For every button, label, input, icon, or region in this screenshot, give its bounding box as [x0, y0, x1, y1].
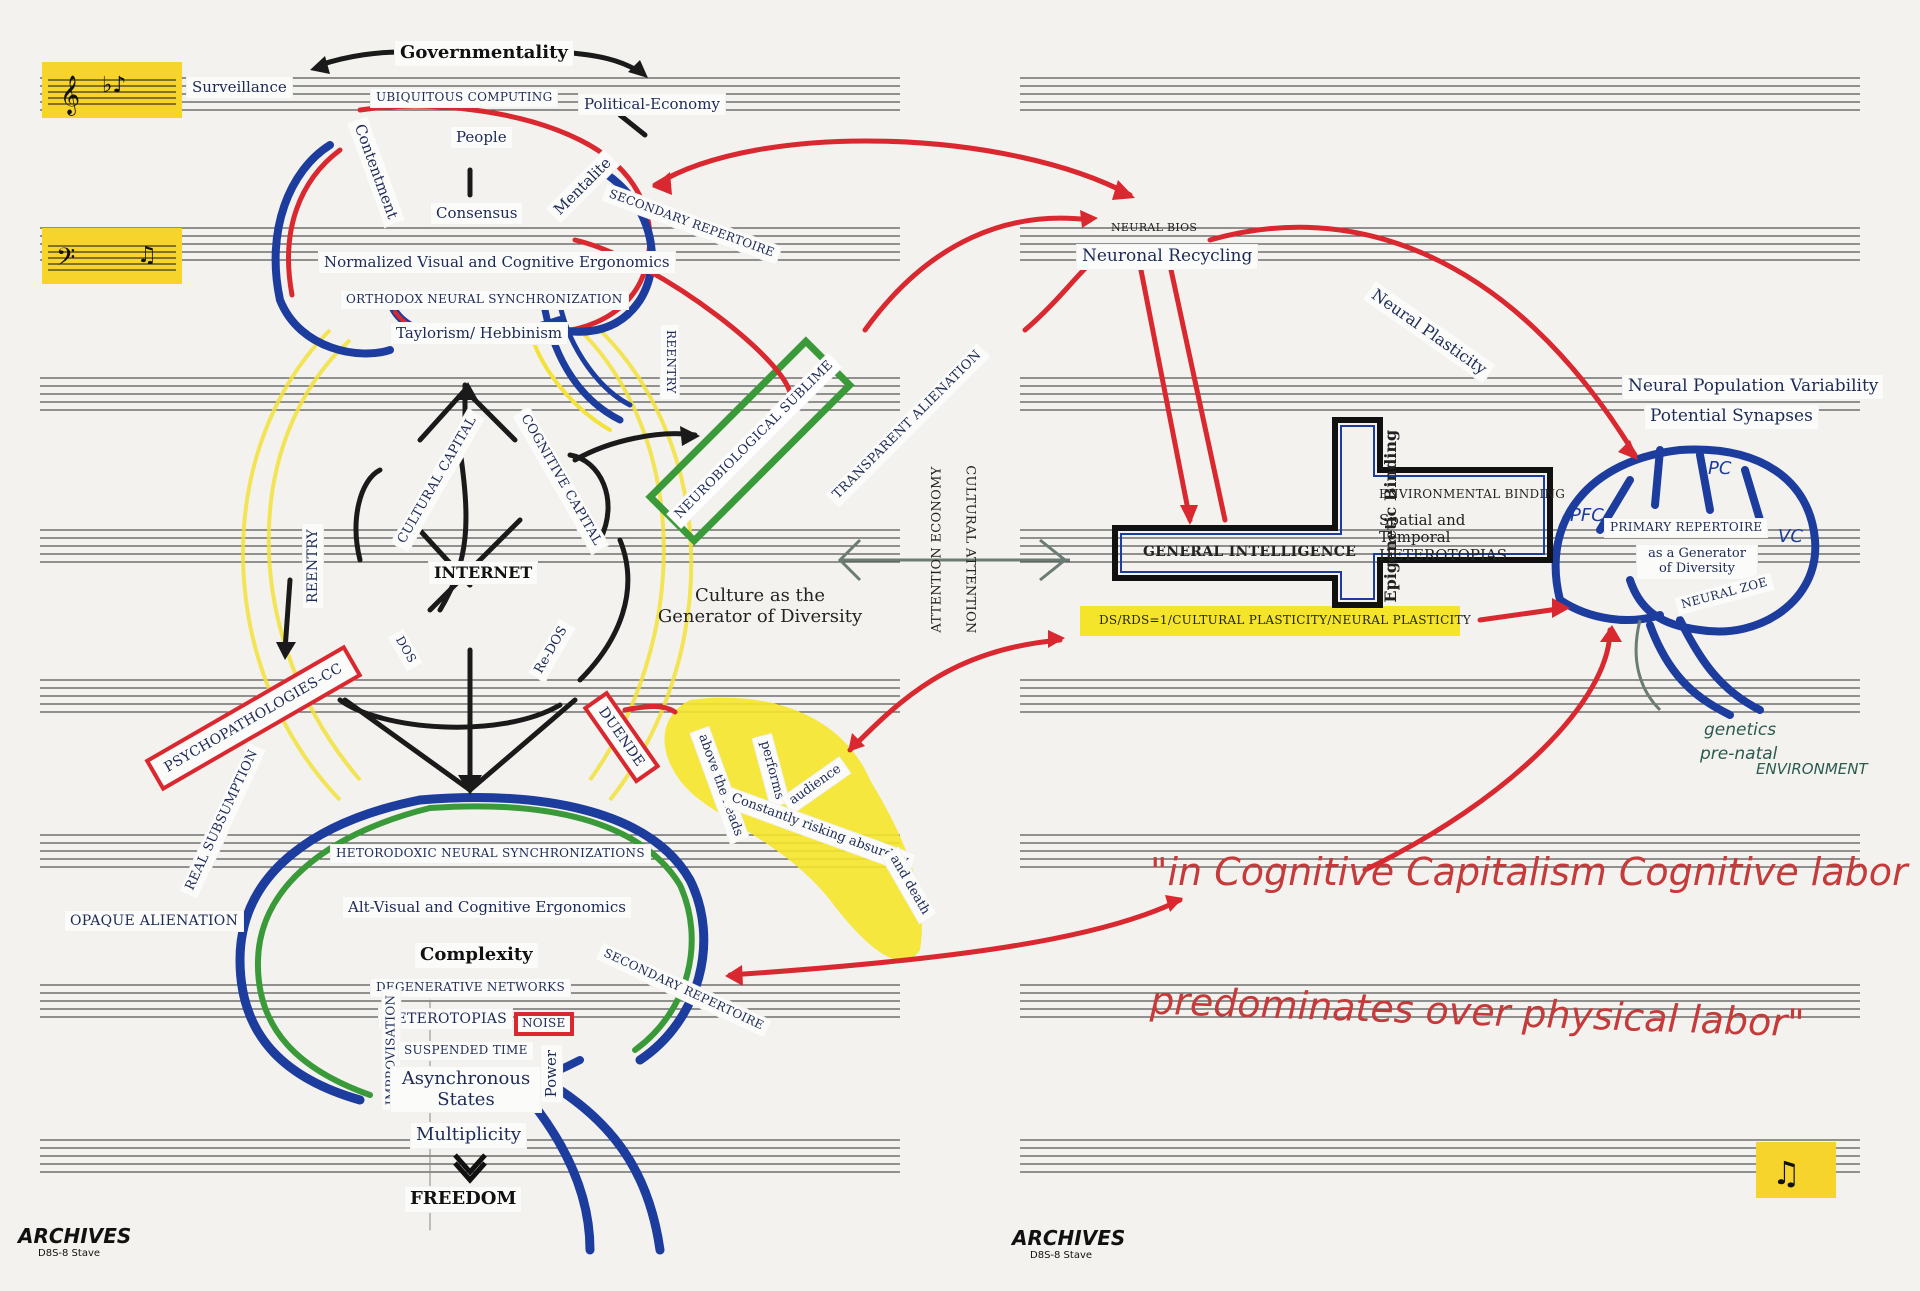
archives-logo-left: ARCHIVES — [18, 1224, 131, 1248]
music-note-icon: ♫ — [1756, 1142, 1836, 1198]
label-opaque-alienation: OPAQUE ALIENATION — [64, 910, 244, 932]
archives-logo-left-sub: D8S-8 Stave — [38, 1248, 100, 1259]
label-multiplicity: Multiplicity — [410, 1122, 527, 1149]
label-internet: INTERNET — [428, 561, 538, 585]
label-taylorism: Taylorism/ Hebbinism — [390, 322, 568, 345]
label-complexity: Complexity — [414, 942, 539, 969]
label-primary-repertoire: PRIMARY REPERTOIRE — [1604, 518, 1768, 538]
label-reentry-right: REENTRY — [660, 324, 680, 400]
label-people: People — [450, 126, 513, 149]
label-suspended-time: SUSPENDED TIME — [398, 1041, 534, 1061]
svg-text:♫: ♫ — [137, 243, 157, 268]
label-genetics: genetics — [1704, 720, 1776, 740]
label-ubiquitous-computing: UBIQUITOUS COMPUTING — [370, 88, 558, 108]
label-consensus: Consensus — [430, 202, 523, 225]
label-ds-rds: DS/RDS=1/CULTURAL PLASTICITY/NEURAL PLAS… — [1094, 612, 1476, 630]
label-asynchronous: Asynchronous States — [390, 1066, 542, 1113]
svg-text:♭♪: ♭♪ — [102, 73, 126, 98]
label-political-economy: Political-Economy — [578, 93, 726, 116]
svg-text:𝄢: 𝄢 — [56, 243, 75, 278]
label-quote-line-1: "in Cognitive Capitalism Cognitive labor — [1150, 850, 1908, 894]
treble-clef-icon: 𝄞 ♭♪ — [42, 62, 182, 118]
label-potential-synapses: Potential Synapses — [1644, 404, 1819, 430]
label-noise: NOISE — [514, 1012, 574, 1036]
label-general-intelligence: GENERAL INTELLIGENCE — [1138, 542, 1361, 562]
treble-clef-note: 𝄞 ♭♪ — [42, 62, 182, 118]
right-brain-outline — [1556, 450, 1816, 715]
archives-logo-right: ARCHIVES — [1012, 1226, 1125, 1250]
label-environmental-binding: ENVIRONMENTAL BINDING — [1374, 486, 1570, 504]
freedom-arrow — [455, 1155, 485, 1180]
label-orthodox-neural: ORTHODOX NEURAL SYNCHRONIZATION — [340, 290, 629, 310]
label-neural-population: Neural Population Variability — [1622, 374, 1884, 400]
bass-clef-note: 𝄢 ♫ — [42, 228, 182, 284]
label-reentry-left: REENTRY — [302, 523, 324, 609]
label-freedom: FREEDOM — [404, 1186, 522, 1213]
bass-clef-icon: 𝄢 ♫ — [42, 228, 182, 284]
label-vc: VC — [1778, 526, 1803, 547]
label-power: Power — [540, 1044, 563, 1103]
music-note-sticky: ♫ — [1756, 1142, 1836, 1198]
svg-text:♫: ♫ — [1772, 1154, 1801, 1192]
label-surveillance: Surveillance — [186, 76, 293, 99]
label-environment: environment — [1756, 760, 1868, 778]
svg-text:𝄞: 𝄞 — [60, 75, 80, 116]
label-neuronal-recycling: Neuronal Recycling — [1076, 244, 1258, 270]
label-neural-bios: NEURAL BIOS — [1106, 220, 1202, 237]
label-cultural-attention: CULTURAL ATTENTION — [960, 460, 979, 638]
label-heterodoxic: HETORODOXIC NEURAL SYNCHRONIZATIONS — [330, 844, 651, 864]
archives-logo-right-sub: D8S-8 Stave — [1030, 1250, 1092, 1261]
label-governmentality: Governmentality — [394, 40, 574, 67]
label-spatial-temporal: Spatial and Temporal HETEROTOPIAS — [1374, 510, 1544, 566]
label-attention-economy: ATTENTION ECONOMY — [929, 461, 948, 637]
label-normalized-visual: Normalized Visual and Cognitive Ergonomi… — [318, 251, 676, 274]
label-pfc: PFC — [1570, 505, 1604, 526]
label-alt-visual: Alt-Visual and Cognitive Ergonomics — [342, 896, 632, 919]
label-culture-generator: Culture as the Generator of Diversity — [650, 584, 870, 629]
label-pc: PC — [1708, 458, 1731, 479]
label-generator-diversity: as a Generator of Diversity — [1636, 544, 1758, 580]
